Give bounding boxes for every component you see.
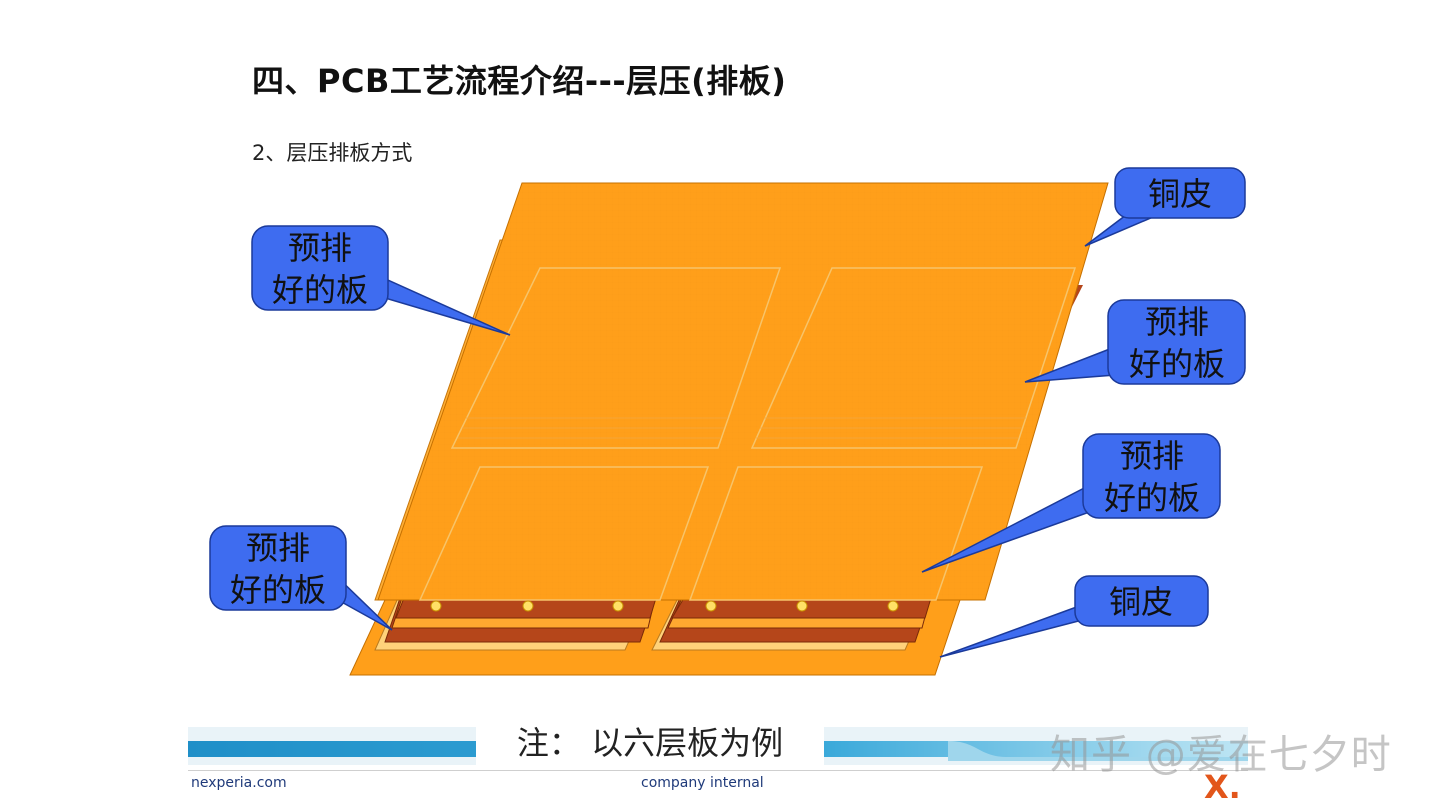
callout-label: 好的板 xyxy=(1104,479,1200,517)
nexperia-x-logo: X. xyxy=(1204,768,1241,806)
callout-label: 预排 xyxy=(1145,303,1209,341)
slide-subtitle: 2、层压排板方式 xyxy=(252,141,413,165)
footer-divider xyxy=(188,770,1248,771)
callout-label: 好的板 xyxy=(230,571,326,609)
callout-label: 预排 xyxy=(288,229,352,267)
callout-label: 好的板 xyxy=(1129,345,1225,383)
callout-copper-bottom: 铜皮 xyxy=(939,575,1209,658)
sheet-grid-texture xyxy=(378,183,1108,600)
footer-website: nexperia.com xyxy=(191,775,287,791)
slide-title: 四、PCB工艺流程介绍---层压(排板) xyxy=(252,62,787,100)
callout-board-right-upper: 预排 好的板 xyxy=(1024,299,1246,385)
footer-classification: company internal xyxy=(641,775,764,791)
example-note: 注： 以六层板为例 xyxy=(476,718,824,768)
callout-label: 铜皮 xyxy=(1109,583,1173,621)
callout-board-right-lower: 预排 好的板 xyxy=(921,433,1221,573)
registration-holes xyxy=(430,600,899,612)
callout-label: 好的板 xyxy=(272,271,368,309)
callout-board-bottom-left: 预排 好的板 xyxy=(209,525,393,631)
panel-hatch xyxy=(458,417,1026,439)
callout-board-top-left: 预排 好的板 xyxy=(251,225,511,336)
zhihu-watermark: 知乎 @爱在七夕时 xyxy=(1050,732,1392,778)
callout-label: 预排 xyxy=(1120,437,1184,475)
callout-copper-top: 铜皮 xyxy=(1084,167,1246,247)
board-panels xyxy=(418,267,1077,601)
callout-label: 铜皮 xyxy=(1148,175,1212,213)
callout-label: 预排 xyxy=(246,529,310,567)
